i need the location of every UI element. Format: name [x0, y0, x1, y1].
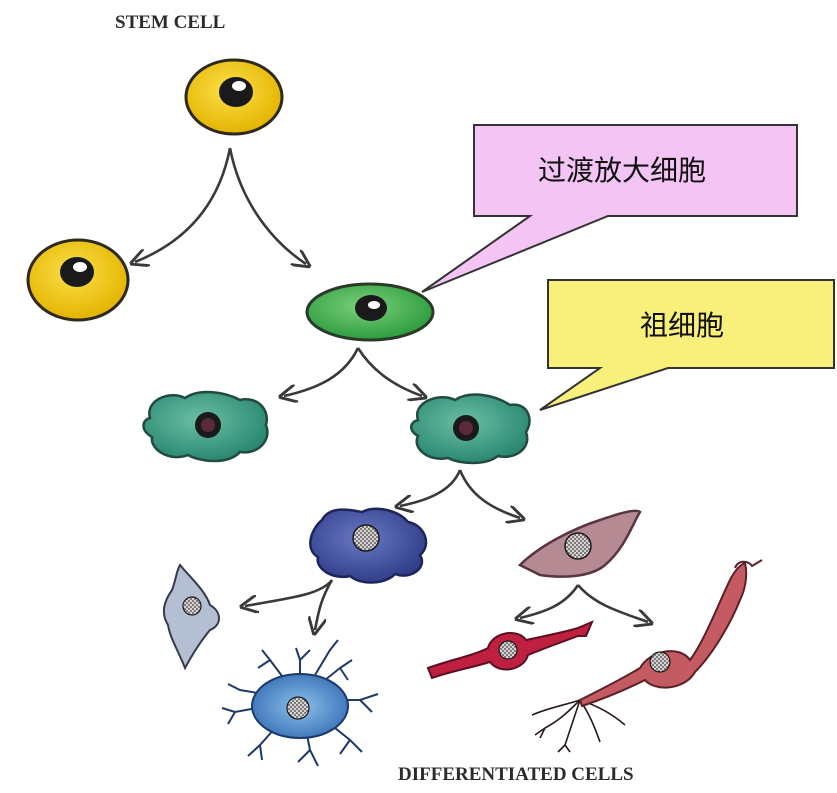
- arrow-pink-to-neuron: [577, 584, 648, 622]
- callout-transit-amplifying-text: 过渡放大细胞: [538, 154, 706, 187]
- arrow-blue-to-glial: [315, 579, 334, 630]
- progenitor-cell-left: [142, 390, 269, 463]
- arrow-transit-to-left: [284, 347, 360, 396]
- differentiated-cells-label: DIFFERENTIATED CELLS: [398, 764, 634, 785]
- callout-transit-amplifying: 过渡放大细胞: [421, 124, 798, 293]
- pale-spindle-cell: [162, 563, 220, 671]
- arrow-progenitor-to-blue: [400, 469, 462, 506]
- stem-cell-label: STEM CELL: [115, 12, 225, 33]
- arrow-blue-to-pale: [245, 579, 334, 606]
- callout-progenitor: 祖细胞: [539, 279, 835, 411]
- neuron-cell: [531, 559, 763, 753]
- callout-progenitor-text: 祖细胞: [640, 309, 724, 342]
- red-bipolar-cell: [426, 620, 594, 680]
- arrow-stem-to-right: [228, 147, 306, 264]
- progenitor-cell-right: [410, 393, 531, 465]
- stem-cell: [184, 58, 284, 136]
- arrow-stem-to-left: [135, 147, 232, 262]
- daughter-stem-cell: [26, 238, 130, 322]
- arrow-transit-to-right: [356, 347, 422, 396]
- arrow-progenitor-to-pink: [458, 469, 520, 518]
- glial-cell: [221, 639, 379, 767]
- blue-precursor-cell: [309, 507, 428, 584]
- arrow-pink-to-red: [520, 584, 580, 618]
- pink-precursor-cell: [517, 509, 642, 578]
- transit-amplifying-cell: [305, 282, 435, 342]
